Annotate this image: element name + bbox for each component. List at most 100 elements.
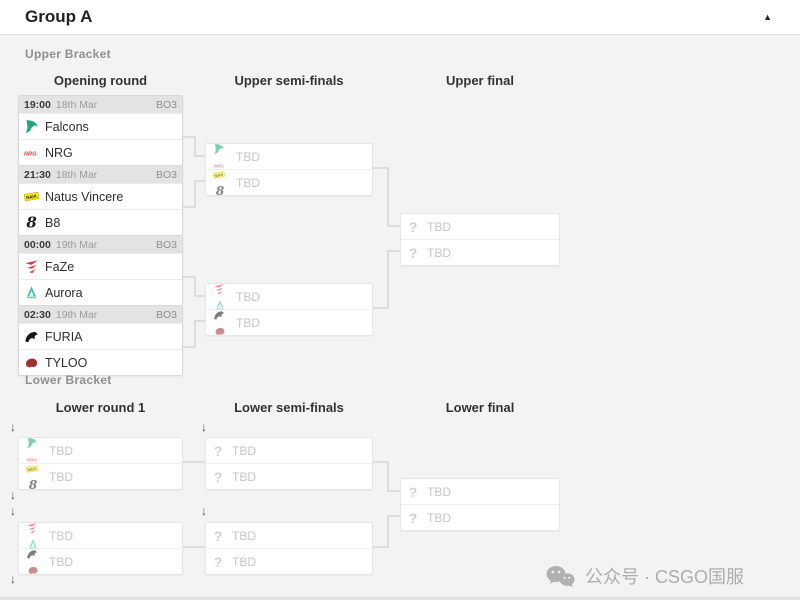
tbd-label: TBD	[49, 554, 73, 569]
team-row[interactable]: Aurora	[19, 279, 182, 305]
tbd-label: TBD	[427, 510, 451, 525]
match-format: BO3	[155, 98, 177, 111]
match-card: 00:00 19th Mar BO3 FaZe Aurora	[18, 235, 183, 306]
possible-teams-logos	[212, 145, 228, 169]
b8-logo-icon	[27, 479, 39, 491]
tyloo-logo-icon	[214, 325, 226, 337]
tbd-label: TBD	[236, 149, 260, 164]
match-card-tbd: TBD TBD	[18, 522, 183, 575]
column-header-opening-round: Opening round	[53, 73, 148, 88]
team-name: FURIA	[45, 329, 83, 344]
tbd-label: TBD	[427, 219, 451, 234]
tbd-slot: TBD	[19, 548, 182, 574]
falcons-logo-icon	[213, 143, 225, 155]
tbd-label: TBD	[232, 528, 256, 543]
column-header-lower-round-1: Lower round 1	[55, 400, 146, 415]
match-card-tbd: ? TBD ? TBD	[400, 213, 560, 266]
tyloo-logo-icon	[27, 564, 39, 576]
column-header-upper-semi-finals: Upper semi-finals	[234, 73, 344, 88]
match-header: 00:00 19th Mar BO3	[19, 236, 182, 253]
tbd-slot: ? TBD	[206, 463, 372, 489]
possible-teams-logos	[25, 524, 41, 548]
panel-bottom-edge	[0, 597, 800, 600]
collapse-caret-icon[interactable]: ▲	[759, 10, 776, 24]
match-card-tbd: ? TBD ? TBD	[205, 437, 373, 490]
tbd-slot: TBD	[19, 463, 182, 489]
tbd-label: TBD	[236, 175, 260, 190]
match-card-tbd: ? TBD ? TBD	[205, 522, 373, 575]
lower-bracket-label: Lower Bracket	[25, 373, 112, 387]
falcons-logo-icon	[24, 119, 39, 134]
possible-teams-logos	[212, 171, 228, 195]
tbd-label: TBD	[236, 315, 260, 330]
natus-vincere-logo-icon	[213, 169, 225, 181]
tbd-label: TBD	[49, 443, 73, 458]
team-row[interactable]: Natus Vincere	[19, 183, 182, 209]
tyloo-logo-icon	[24, 355, 39, 370]
match-header: 21:30 18th Mar BO3	[19, 166, 182, 183]
tbd-label: TBD	[427, 245, 451, 260]
b8-logo-icon	[214, 185, 226, 197]
possible-teams-logos	[25, 550, 41, 574]
column-header-lower-final: Lower final	[445, 400, 515, 415]
tbd-slot: TBD	[206, 144, 372, 169]
team-row[interactable]: Falcons	[19, 113, 182, 139]
team-row[interactable]: FaZe	[19, 253, 182, 279]
page-title: Group A	[25, 7, 93, 26]
tbd-label: TBD	[232, 469, 256, 484]
question-icon: ?	[408, 509, 418, 526]
tbd-slot: ? TBD	[206, 523, 372, 548]
b8-logo-icon	[24, 215, 39, 230]
faze-logo-icon	[26, 522, 38, 534]
team-row[interactable]: FURIA	[19, 323, 182, 349]
faze-logo-icon	[24, 259, 39, 274]
team-name: Falcons	[45, 119, 89, 134]
team-name: Aurora	[45, 285, 83, 300]
match-card: 21:30 18th Mar BO3 Natus Vincere B8	[18, 165, 183, 236]
drop-down-arrow-icon: ↓	[10, 572, 16, 586]
furia-logo-icon	[213, 309, 225, 321]
drop-down-arrow-icon: ↓	[10, 420, 16, 434]
team-name: TYLOO	[45, 355, 88, 370]
drop-down-arrow-icon: ↓	[10, 504, 16, 518]
question-icon: ?	[408, 244, 418, 261]
match-time: 19:00	[24, 98, 51, 111]
team-row[interactable]: NRG	[19, 139, 182, 165]
tbd-slot: ? TBD	[206, 548, 372, 574]
drop-down-arrow-icon: ↓	[10, 488, 16, 502]
upper-bracket-label: Upper Bracket	[25, 47, 111, 61]
drop-down-arrow-icon: ↓	[201, 504, 207, 518]
match-card-tbd: TBD TBD	[205, 143, 373, 196]
tbd-slot: ? TBD	[206, 438, 372, 463]
falcons-logo-icon	[26, 437, 38, 449]
match-header: 19:00 18th Mar BO3	[19, 96, 182, 113]
match-date: 18th Mar	[55, 168, 98, 181]
match-format: BO3	[155, 168, 177, 181]
match-time: 02:30	[24, 308, 51, 321]
team-row[interactable]: TYLOO	[19, 349, 182, 375]
question-icon: ?	[408, 483, 418, 500]
tbd-slot: TBD	[19, 438, 182, 463]
team-name: FaZe	[45, 259, 75, 274]
tbd-slot: ? TBD	[401, 239, 559, 265]
furia-logo-icon	[24, 329, 39, 344]
team-row[interactable]: B8	[19, 209, 182, 235]
question-icon: ?	[213, 468, 223, 485]
column-header-lower-semi-finals: Lower semi-finals	[234, 400, 344, 415]
match-date: 19th Mar	[55, 238, 98, 251]
furia-logo-icon	[26, 548, 38, 560]
natus-vincere-logo-icon	[24, 189, 39, 204]
watermark: 公众号 · CSGO国服	[545, 563, 744, 589]
team-name: NRG	[45, 145, 73, 160]
team-name: Natus Vincere	[45, 189, 124, 204]
match-card-tbd: ? TBD ? TBD	[400, 478, 560, 531]
tbd-slot: ? TBD	[401, 479, 559, 504]
match-date: 19th Mar	[55, 308, 98, 321]
question-icon: ?	[408, 218, 418, 235]
question-icon: ?	[213, 442, 223, 459]
possible-teams-logos	[25, 465, 41, 489]
match-card: 02:30 19th Mar BO3 FURIA TYLOO	[18, 305, 183, 376]
drop-down-arrow-icon: ↓	[201, 420, 207, 434]
match-time: 00:00	[24, 238, 51, 251]
